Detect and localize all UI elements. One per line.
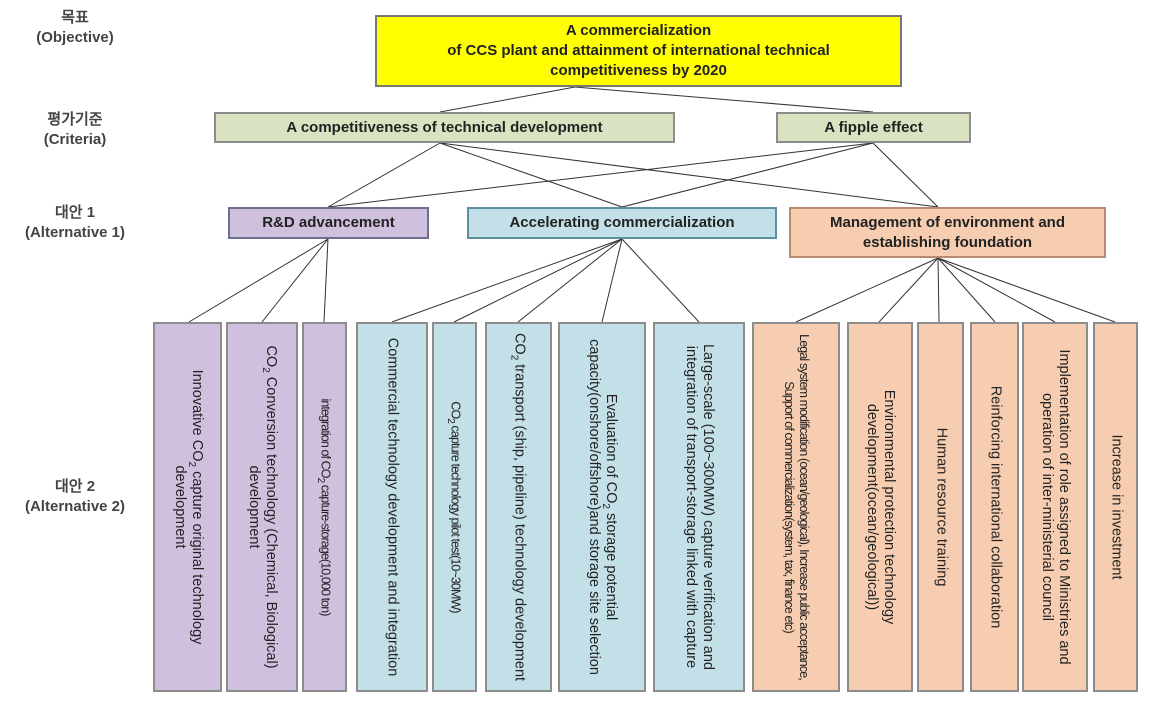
- connector: [937, 257, 1116, 323]
- criterion-technical-label: A competitiveness of technical developme…: [286, 119, 603, 136]
- alt2-col-14: Increase in investment: [1093, 322, 1138, 692]
- criterion-ripple-box: A fipple effect: [776, 112, 971, 143]
- alt2-col-5-text: CO2 capture technology pilot test(10~30M…: [444, 401, 463, 613]
- alt2-col-11-text: Human resource training: [933, 427, 949, 587]
- level-label-en: (Alternative 1): [24, 224, 126, 241]
- alt2-col-4: Commercial technology development and in…: [356, 322, 428, 692]
- objective-text-line: competitiveness by 2020: [550, 62, 727, 79]
- connector: [601, 238, 623, 323]
- alt1-mgmt-label-line: establishing foundation: [862, 233, 1033, 251]
- alt2-col-1: Innovative CO2 capture original technolo…: [153, 322, 222, 692]
- connector: [937, 257, 1056, 323]
- connector: [574, 86, 874, 113]
- alt2-col-3-text: integration of CO2 capture-storage(10,00…: [314, 398, 333, 616]
- connector: [795, 257, 939, 323]
- connector: [327, 142, 874, 208]
- level-label-ko: 대안 2: [54, 478, 96, 495]
- alt2-col-2: CO2 Conversion technology (Chemical, Bio…: [226, 322, 298, 692]
- alt2-col-12-text: Reinforcing international collaboration: [987, 385, 1003, 629]
- connector: [621, 238, 700, 323]
- connector: [439, 142, 623, 208]
- alt1-accel-box: Accelerating commercialization: [467, 207, 777, 239]
- connector: [621, 142, 874, 208]
- connector: [327, 142, 441, 208]
- connector: [878, 257, 939, 323]
- objective-text-line: of CCS plant and attainment of internati…: [447, 42, 830, 59]
- alt2-col-6-text: CO2 transport (ship, pipeline) technolog…: [508, 332, 527, 682]
- level-label-criteria: 평가기준 (Criteria): [0, 110, 150, 150]
- connector: [323, 238, 329, 323]
- alt1-mgmt-label-line: Management of environment and: [829, 213, 1066, 231]
- level-label-ko: 목표: [61, 9, 89, 26]
- alt1-accel-label: Accelerating commercialization: [509, 214, 735, 231]
- objective-text-line: A commercialization: [565, 22, 712, 39]
- alt2-col-10-text: Environmental protection technology deve…: [864, 389, 897, 625]
- level-label-en: (Alternative 2): [24, 498, 126, 515]
- level-label-en: (Criteria): [43, 131, 107, 148]
- alt1-rd-box: R&D advancement: [228, 207, 429, 239]
- connector: [439, 86, 576, 113]
- alt2-col-9: Legal system modification (ocean/geologi…: [752, 322, 840, 692]
- connector: [517, 238, 623, 323]
- alt2-col-9-text: Legal system modification (ocean/geologi…: [782, 334, 811, 680]
- connector: [261, 238, 329, 323]
- level-label-alt2: 대안 2 (Alternative 2): [0, 477, 150, 517]
- level-label-alt1: 대안 1 (Alternative 1): [0, 203, 150, 243]
- alt2-col-6: CO2 transport (ship, pipeline) technolog…: [485, 322, 552, 692]
- alt2-col-13: Implementation of role assigned to Minis…: [1022, 322, 1088, 692]
- alt2-col-13-text: Implementation of role assigned to Minis…: [1039, 349, 1072, 665]
- alt2-col-4-text: Commercial technology development and in…: [384, 337, 401, 677]
- alt2-col-1-text: Innovative CO2 capture original technolo…: [171, 369, 205, 645]
- connector: [872, 142, 939, 208]
- alt2-col-8-text: Large-scale (100~300MW) capture verifica…: [683, 343, 716, 671]
- alt2-col-11: Human resource training: [917, 322, 964, 692]
- level-label-ko: 대안 1: [54, 204, 96, 221]
- level-label-ko: 평가기준: [47, 111, 103, 128]
- alt2-col-2-text: CO2 Conversion technology (Chemical, Bio…: [246, 345, 279, 669]
- alt1-mgmt-box: Management of environment and establishi…: [789, 207, 1106, 258]
- level-label-en: (Objective): [36, 29, 114, 46]
- alt2-col-14-text: Increase in investment: [1108, 434, 1124, 580]
- level-label-objective: 목표 (Objective): [0, 8, 150, 48]
- alt1-rd-label: R&D advancement: [262, 214, 395, 231]
- alt2-col-10: Environmental protection technology deve…: [847, 322, 913, 692]
- alt2-col-5: CO2 capture technology pilot test(10~30M…: [432, 322, 477, 692]
- alt2-col-7: Evaluation of CO2 storage potential capa…: [558, 322, 646, 692]
- objective-box: A commercialization of CCS plant and att…: [375, 15, 902, 87]
- criterion-ripple-label: A fipple effect: [824, 119, 923, 136]
- connector: [188, 238, 329, 323]
- connector: [937, 257, 940, 323]
- connector: [439, 142, 939, 208]
- alt2-col-7-text: Evaluation of CO2 storage potential capa…: [586, 339, 619, 675]
- alt2-col-12: Reinforcing international collaboration: [970, 322, 1019, 692]
- alt2-col-3: integration of CO2 capture-storage(10,00…: [302, 322, 347, 692]
- connector: [391, 238, 623, 323]
- connector: [453, 238, 623, 323]
- connector: [937, 257, 996, 323]
- alt2-col-8: Large-scale (100~300MW) capture verifica…: [653, 322, 745, 692]
- criterion-technical-box: A competitiveness of technical developme…: [214, 112, 675, 143]
